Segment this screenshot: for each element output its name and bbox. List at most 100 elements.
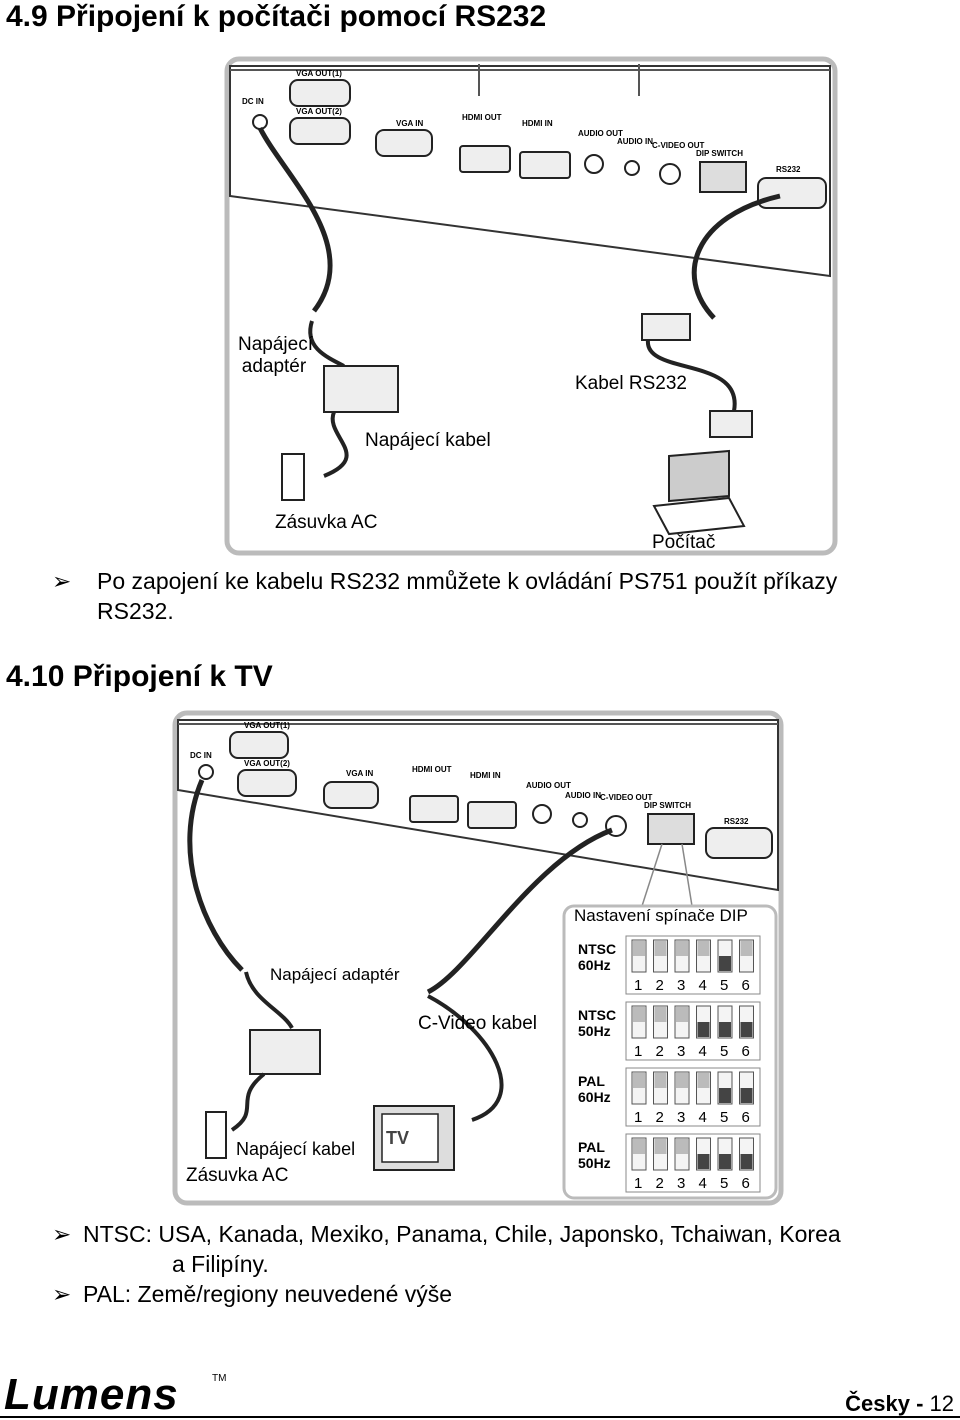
footer-rule — [0, 1416, 960, 1418]
dip-switch-lever-down — [719, 1088, 731, 1103]
dip-switch-number: 3 — [677, 1043, 685, 1060]
tv-port-label-vga-in: VGA IN — [346, 769, 373, 778]
dip-switch-lever-up — [633, 1073, 645, 1088]
tv-icon: TV — [373, 1105, 455, 1171]
language-label: Česky — [845, 1391, 910, 1416]
dip-switch-lever-up — [654, 1073, 667, 1088]
tv-port-label-cvideo-out: C-VIDEO OUT — [600, 793, 653, 802]
dip-switch-number: 3 — [677, 1109, 685, 1126]
port-label-hdmi-in: HDMI IN — [522, 119, 553, 128]
adapter-label: Napájecí adaptér — [238, 334, 313, 377]
dc-cable — [257, 126, 333, 313]
dip-freq-label: 50Hz — [578, 1155, 611, 1171]
rs232-plug — [641, 313, 691, 341]
dip-switch-lever-down — [740, 1154, 753, 1169]
dip-switch-block — [625, 935, 761, 995]
dip-title-label: Nastavení spínače DIP — [574, 906, 748, 925]
rs232-port — [757, 177, 827, 209]
dip-freq-label: 60Hz — [578, 957, 611, 973]
dip-mode-label: PAL — [578, 1073, 605, 1089]
dip-freq-label: 60Hz — [578, 1089, 611, 1105]
tv-port-label-rs232: RS232 — [724, 817, 749, 826]
section-heading-rs232: 4.9 Připojení k počítači pomocí RS232 — [6, 0, 547, 33]
cvideo-cable-label: C-Video kabel — [418, 1013, 538, 1034]
rs232-connection-diagram: DC IN VGA OUT(1) VGA OUT(2) VGA IN HDMI … — [224, 56, 838, 556]
dip-switch-lever-up — [654, 1139, 667, 1154]
dip-switch-number: 5 — [720, 977, 728, 994]
page-number: 12 — [929, 1391, 954, 1416]
hdmi-in-port — [519, 151, 571, 179]
port-label-rs232: RS232 — [776, 165, 801, 174]
laptop-icon — [652, 449, 746, 536]
port-label-vga-in: VGA IN — [396, 119, 423, 128]
dip-switch-lever-up — [676, 1073, 688, 1088]
dip-switch-number: 1 — [634, 1043, 642, 1060]
port-label-vga-out2: VGA OUT(2) — [296, 107, 342, 116]
ac-outlet-icon — [281, 453, 305, 501]
section-heading-tv: 4.10 Připojení k TV — [6, 660, 273, 693]
pal-bullet-text: PAL: Země/regiony neuvedené výše — [83, 1281, 453, 1307]
dip-switch-lever-up — [697, 1073, 710, 1088]
dip-switch-lever-down — [697, 1022, 710, 1037]
port-label-dip-switch: DIP SWITCH — [696, 149, 743, 158]
tv-port-label-dc-in: DC IN — [190, 751, 212, 760]
dip-switch-lever-down — [719, 956, 731, 971]
dip-switch-lever-down — [740, 1088, 753, 1103]
dip-switch-port — [699, 161, 747, 193]
port-label-audio-out: AUDIO OUT — [578, 129, 623, 138]
dip-switch-lever-up — [633, 1007, 645, 1022]
dip-switch-lever-down — [719, 1022, 731, 1037]
tv-port-label-audio-out: AUDIO OUT — [526, 781, 571, 790]
rs232-bullet-text: Po zapojení ke kabelu RS232 mmůžete k ov… — [97, 568, 838, 594]
dip-switch-number: 4 — [699, 1043, 707, 1060]
ntsc-bullet-text-cont: a Filipíny. — [172, 1251, 269, 1277]
dip-switch-lever-up — [676, 1007, 688, 1022]
dip-switch-number: 1 — [634, 1175, 642, 1192]
outlet-label: Zásuvka AC — [275, 512, 378, 533]
dip-mode-label: NTSC — [578, 1007, 616, 1023]
lumens-logo: Lumens — [4, 1370, 179, 1419]
dip-switch-number: 5 — [720, 1109, 728, 1126]
audio-out-port — [584, 154, 604, 174]
port-label-cvideo-out: C-VIDEO OUT — [652, 141, 705, 150]
dip-switch-lever-up — [633, 941, 645, 956]
dip-switch-number: 5 — [720, 1175, 728, 1192]
dip-switch-lever-down — [740, 1022, 753, 1037]
dip-switch-lever-up — [697, 941, 710, 956]
tv-port-label-hdmi-in: HDMI IN — [470, 771, 501, 780]
tv-outlet-label: Zásuvka AC — [186, 1165, 289, 1186]
dip-switch-block — [625, 1067, 761, 1127]
dip-switch-number: 5 — [720, 1043, 728, 1060]
tv-adapter-label: Napájecí adaptér — [270, 965, 400, 984]
dip-switch-number: 4 — [699, 1109, 707, 1126]
dip-switch-lever-down — [697, 1154, 710, 1169]
rs232-bullet-text-cont: RS232. — [97, 598, 174, 624]
dip-switch-number: 4 — [699, 977, 707, 994]
trademark-mark: TM — [212, 1373, 227, 1384]
tv-connection-diagram: DC IN VGA OUT(1) VGA OUT(2) VGA IN HDMI … — [172, 710, 784, 1206]
power-adapter — [323, 365, 399, 413]
dip-switch-number: 2 — [656, 1043, 664, 1060]
dip-switch-lever-up — [633, 1139, 645, 1154]
bullet-arrow-icon: ➢ — [52, 568, 72, 594]
rs232-cable — [691, 193, 781, 320]
vga-out1-port — [289, 79, 351, 107]
bullet-arrow-icon: ➢ — [52, 1221, 72, 1247]
footer-separator: - — [909, 1391, 930, 1416]
dip-switch-number: 2 — [656, 1175, 664, 1192]
dip-switch-number: 6 — [742, 1043, 750, 1060]
dip-switch-number: 6 — [742, 977, 750, 994]
dip-switch-number: 6 — [742, 1109, 750, 1126]
dip-freq-label: 50Hz — [578, 1023, 611, 1039]
dip-switch-number: 2 — [656, 1109, 664, 1126]
port-label-dc-in: DC IN — [242, 97, 264, 106]
dip-switch-number: 3 — [677, 1175, 685, 1192]
tv-port-label-dip-switch: DIP SWITCH — [644, 801, 691, 810]
bullet-arrow-icon: ➢ — [52, 1281, 72, 1307]
dip-switch-number: 1 — [634, 1109, 642, 1126]
dc-in-port — [252, 114, 268, 130]
vga-in-port — [375, 129, 433, 157]
dip-switch-lever-up — [676, 941, 688, 956]
dip-switch-number: 3 — [677, 977, 685, 994]
